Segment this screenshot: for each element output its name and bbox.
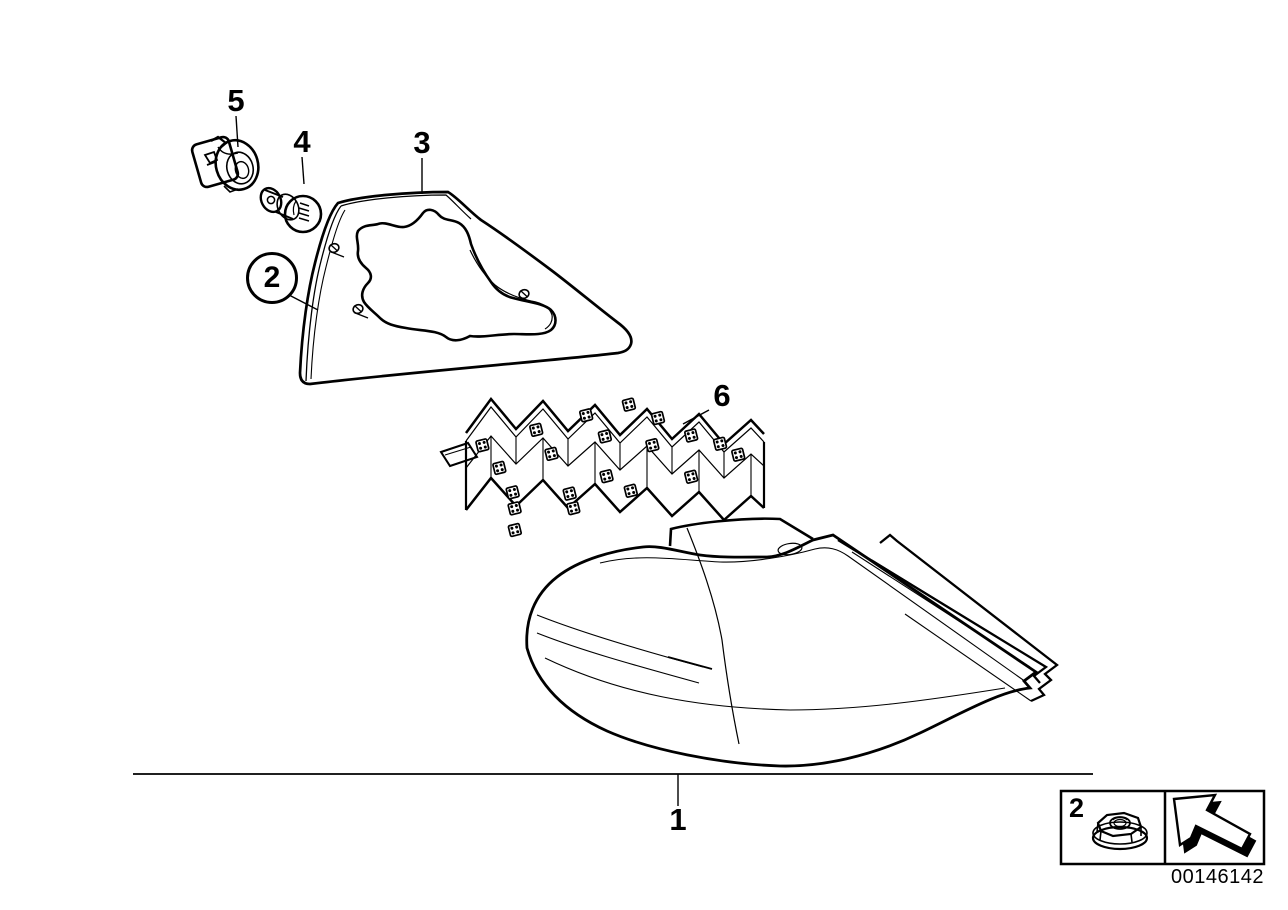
part-gasket[interactable] xyxy=(298,190,633,386)
leader-line-5 xyxy=(235,115,239,148)
direction-arrow-icon xyxy=(1172,793,1257,858)
part-bulb[interactable] xyxy=(257,185,323,234)
part-bulb-carrier[interactable] xyxy=(439,375,766,539)
callout-1[interactable]: 1 xyxy=(669,802,687,837)
flange-nut-icon xyxy=(1091,811,1149,851)
callout-2-circled[interactable]: 2 xyxy=(246,252,298,304)
leader-line-6 xyxy=(682,409,710,425)
legend-ref-number: 2 xyxy=(1069,793,1085,823)
leader-line-2 xyxy=(288,294,319,311)
leader-line-4 xyxy=(301,156,305,185)
leader-lines xyxy=(133,115,1093,806)
callout-4[interactable]: 4 xyxy=(293,124,311,159)
gasket-screw-hole xyxy=(327,241,345,258)
part-tail-light-lens[interactable] xyxy=(525,517,1059,768)
callout-3[interactable]: 3 xyxy=(413,125,431,160)
document-number: 00146142 xyxy=(1171,866,1264,888)
callout-5[interactable]: 5 xyxy=(227,83,245,118)
part-bulb-socket[interactable] xyxy=(190,135,264,195)
legend-box xyxy=(1059,789,1266,866)
callout-6[interactable]: 6 xyxy=(713,378,731,413)
